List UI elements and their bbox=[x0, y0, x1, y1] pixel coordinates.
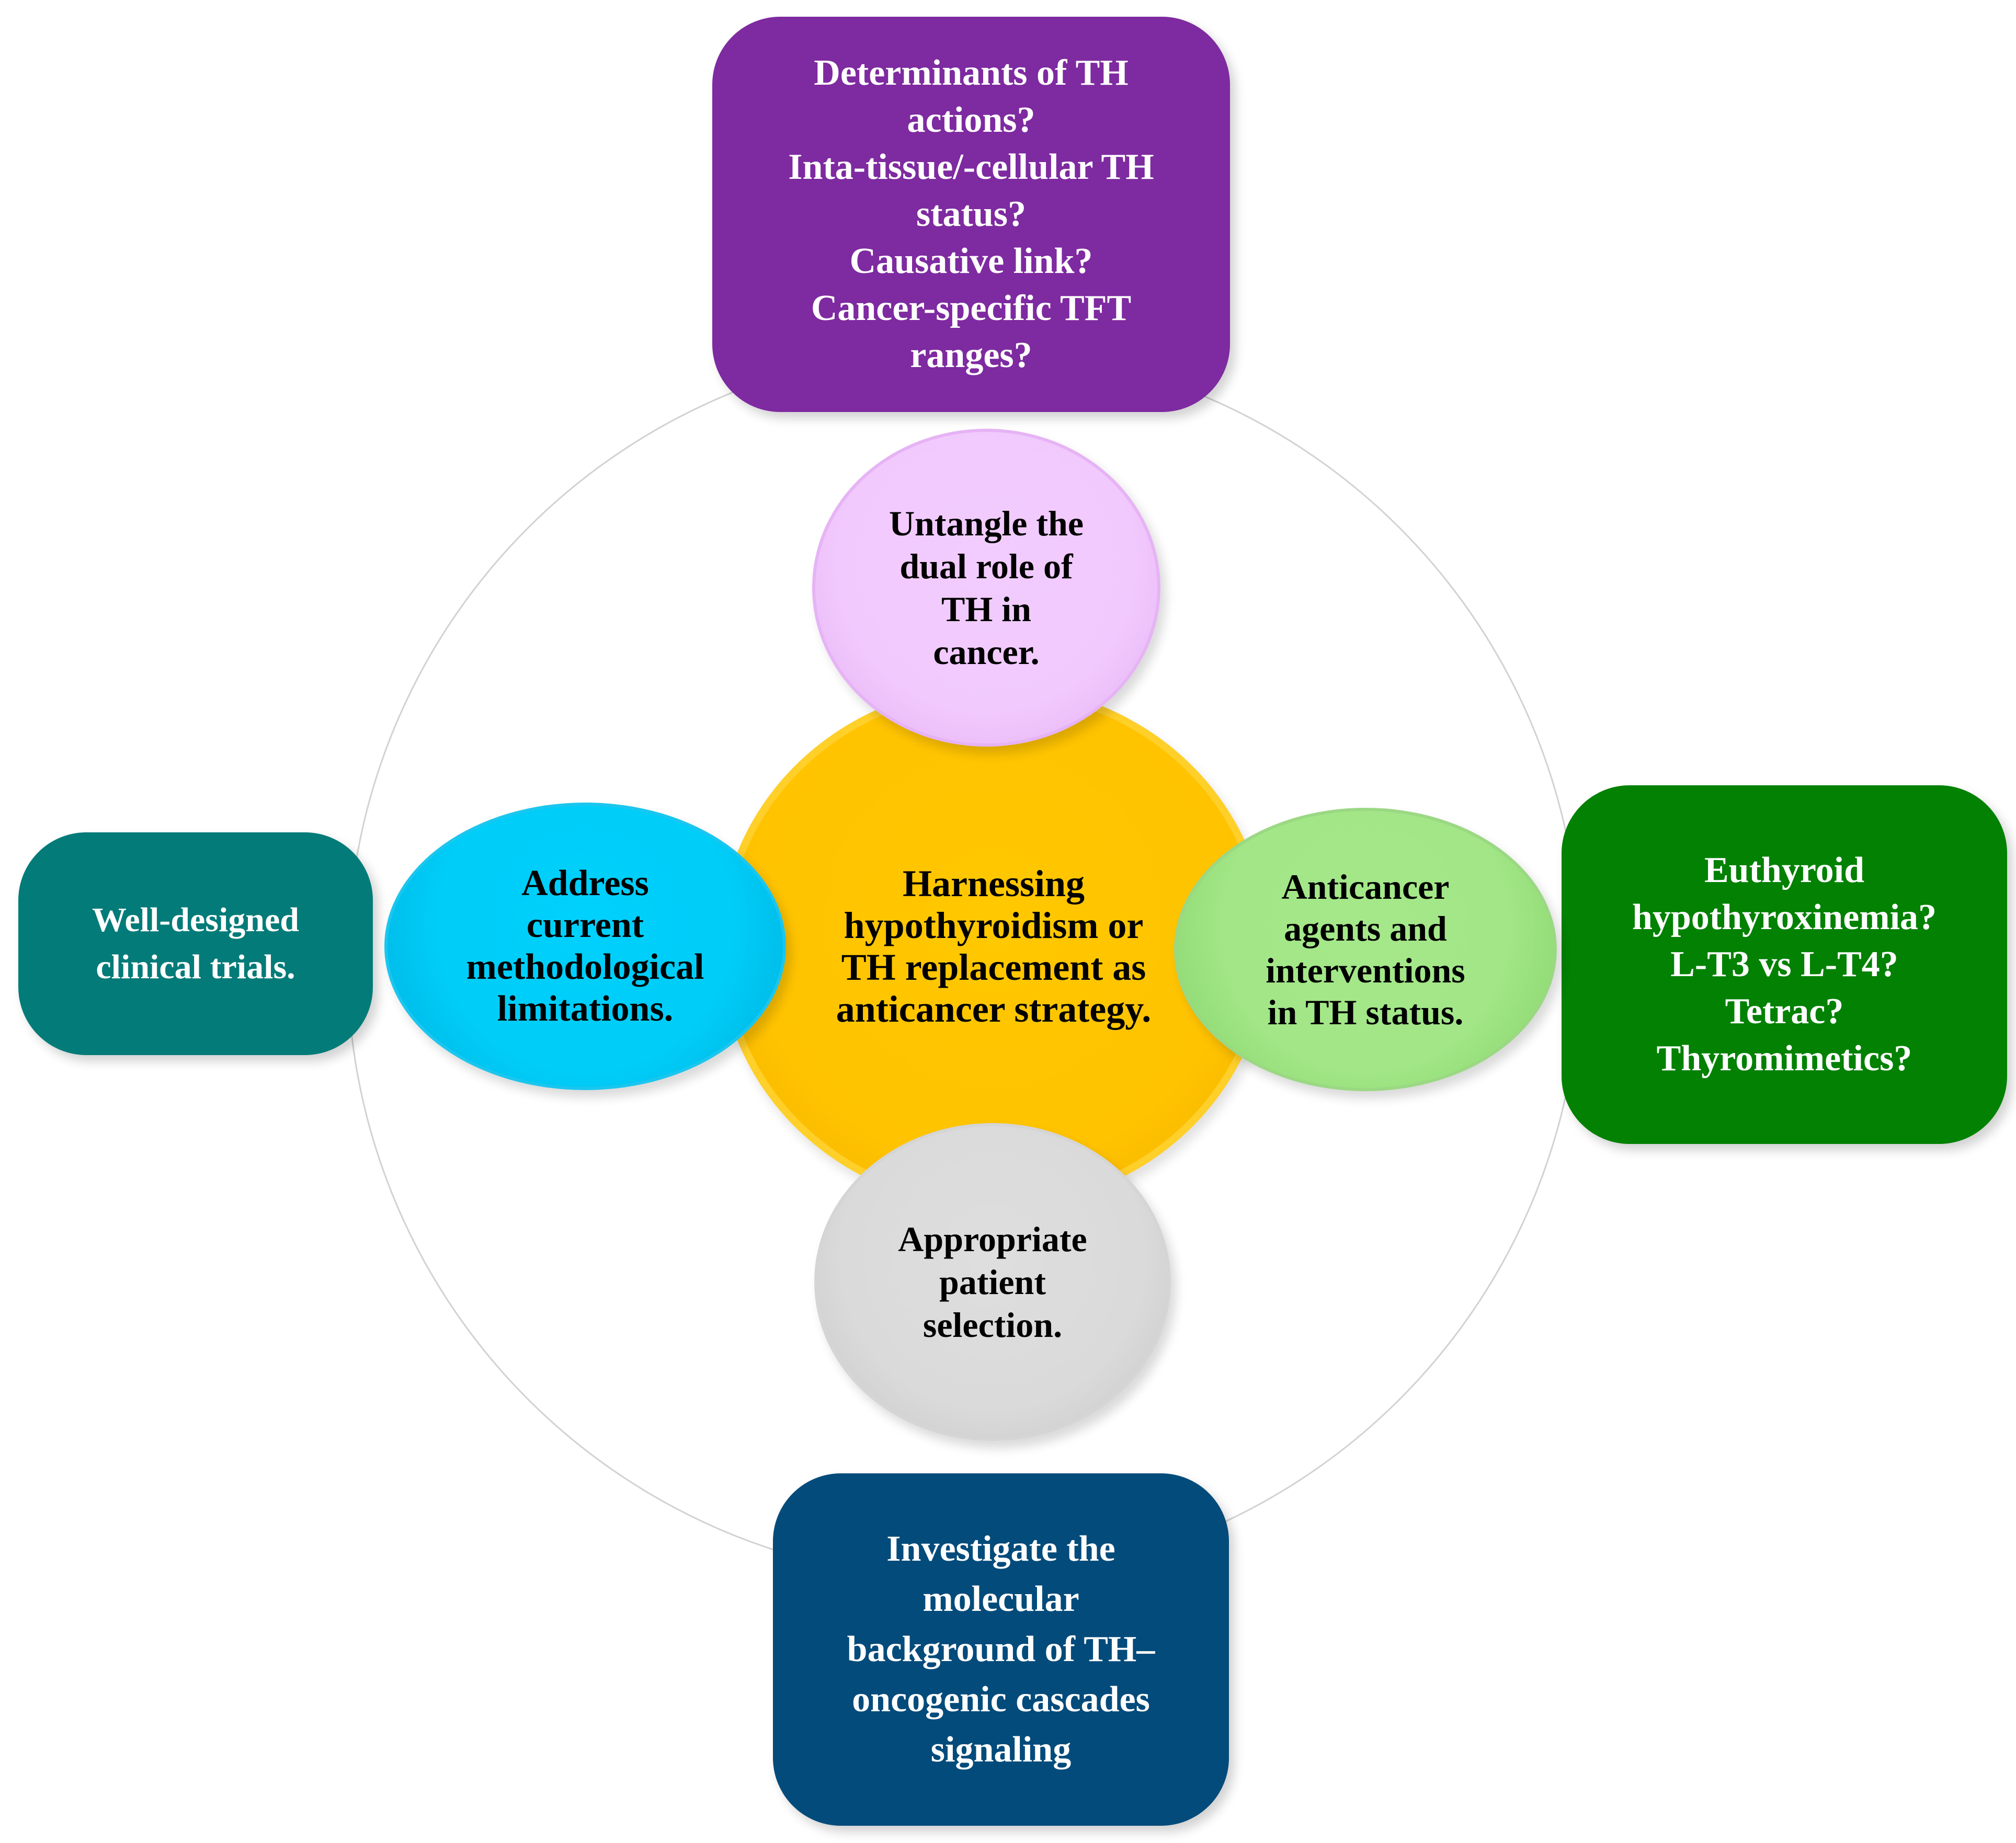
box-line: Investigate the bbox=[886, 1529, 1115, 1569]
box-line: Euthyroid bbox=[1704, 850, 1865, 890]
clinical-trials-box: Well-designed clinical trials. bbox=[18, 832, 373, 1055]
node-line: patient bbox=[939, 1262, 1046, 1302]
euthyroid-questions-box: Euthyroid hypothyroxinemia? L-T3 vs L-T4… bbox=[1562, 785, 2007, 1144]
node-line: interventions bbox=[1266, 951, 1465, 990]
box-line: Well-designed bbox=[92, 901, 300, 939]
box-line: Causative link? bbox=[849, 241, 1093, 281]
dual-role-circle: Untangle the dual role of TH in cancer. bbox=[812, 429, 1160, 747]
node-line: current bbox=[526, 905, 644, 945]
anticancer-agents-circle: Anticancer agents and interventions in T… bbox=[1174, 808, 1557, 1091]
hub-line: hypothyroidism or bbox=[844, 905, 1144, 946]
node-line: Address bbox=[521, 863, 649, 903]
box-line: status? bbox=[916, 194, 1027, 234]
box-line: hypothyroxinemia? bbox=[1632, 897, 1937, 937]
determinants-questions-box: Determinants of TH actions? Inta-tissue/… bbox=[712, 17, 1230, 412]
box-line: molecular bbox=[922, 1579, 1079, 1619]
node-line: TH in bbox=[941, 589, 1031, 629]
box-line: clinical trials. bbox=[96, 948, 295, 986]
node-line: selection. bbox=[922, 1305, 1063, 1345]
hub-line: anticancer strategy. bbox=[836, 988, 1152, 1030]
node-line: cancer. bbox=[933, 632, 1040, 672]
node-line: Appropriate bbox=[898, 1219, 1087, 1259]
node-line: limitations. bbox=[497, 989, 674, 1029]
hub-line: Harnessing bbox=[902, 863, 1085, 905]
box-line: oncogenic cascades bbox=[852, 1679, 1150, 1720]
node-line: methodological bbox=[466, 947, 704, 987]
hub-line: TH replacement as bbox=[841, 946, 1146, 988]
box-line: Inta-tissue/-cellular TH bbox=[788, 147, 1154, 187]
box-line: actions? bbox=[907, 100, 1035, 140]
node-line: agents and bbox=[1284, 909, 1447, 948]
node-line: Untangle the bbox=[889, 503, 1084, 543]
node-line: dual role of bbox=[899, 546, 1073, 586]
node-line: Anticancer bbox=[1281, 867, 1450, 907]
node-line: in TH status. bbox=[1267, 992, 1464, 1032]
box-line: Cancer-specific TFT bbox=[811, 288, 1132, 328]
box-line: Thyromimetics? bbox=[1656, 1038, 1912, 1079]
box-line: signaling bbox=[930, 1730, 1072, 1770]
box-line: Determinants of TH bbox=[814, 53, 1129, 93]
molecular-background-box: Investigate the molecular background of … bbox=[773, 1473, 1229, 1826]
methodological-limitations-circle: Address current methodological limitatio… bbox=[384, 803, 786, 1090]
box-line: Tetrac? bbox=[1725, 991, 1844, 1032]
patient-selection-circle: Appropriate patient selection. bbox=[814, 1123, 1171, 1441]
box-line: ranges? bbox=[910, 335, 1032, 375]
box-line: background of TH– bbox=[847, 1629, 1155, 1669]
box-line: L-T3 vs L-T4? bbox=[1670, 944, 1898, 985]
